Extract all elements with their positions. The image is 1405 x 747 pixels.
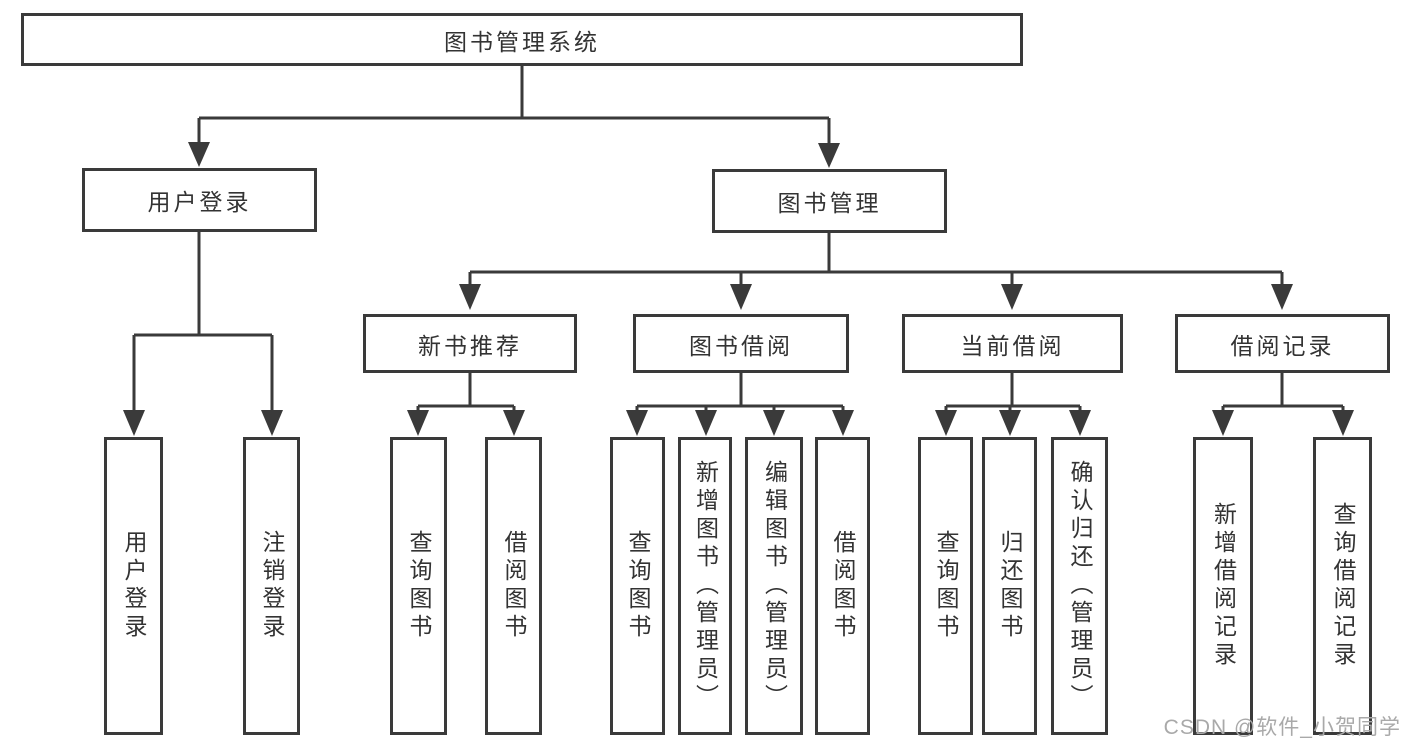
node-book-management: 图书管理 bbox=[712, 169, 947, 233]
node-label: 用户登录 bbox=[147, 189, 252, 215]
node-label: 新书推荐 bbox=[418, 332, 522, 359]
csdn-watermark: CSDN @软件_小贺同学 bbox=[1163, 716, 1401, 739]
leaf-borrow-books-recommend: 借阅图书 bbox=[485, 437, 542, 735]
leaf-add-borrow-record: 新增借阅记录 bbox=[1193, 437, 1253, 735]
node-book-borrow: 图书借阅 bbox=[633, 314, 849, 373]
node-label: 借阅图书 bbox=[501, 530, 527, 642]
node-borrow-records: 借阅记录 bbox=[1175, 314, 1390, 373]
node-label: 新增借阅记录 bbox=[1210, 502, 1237, 670]
node-label: 查询图书 bbox=[933, 530, 959, 642]
node-new-book-recommend: 新书推荐 bbox=[363, 314, 577, 373]
node-label: 新增图书（管理员） bbox=[692, 460, 719, 712]
leaf-return-book: 归还图书 bbox=[982, 437, 1037, 735]
leaf-query-borrow-record: 查询借阅记录 bbox=[1313, 437, 1372, 735]
leaf-user-login: 用户登录 bbox=[104, 437, 163, 735]
leaf-logout-login: 注销登录 bbox=[243, 437, 300, 735]
node-label: 编辑图书（管理员） bbox=[761, 460, 788, 712]
node-label: 图书管理 bbox=[777, 190, 882, 216]
node-label: 借阅图书 bbox=[830, 530, 856, 642]
node-current-borrow: 当前借阅 bbox=[902, 314, 1123, 373]
leaf-query-books-borrow: 查询图书 bbox=[610, 437, 665, 735]
node-label: 确认归还（管理员） bbox=[1067, 460, 1093, 712]
leaf-query-books-recommend: 查询图书 bbox=[390, 437, 447, 735]
node-label: 注销登录 bbox=[259, 530, 285, 642]
node-library-management-system: 图书管理系统 bbox=[21, 13, 1023, 66]
node-label: 查询图书 bbox=[625, 530, 651, 642]
node-label: 借阅记录 bbox=[1230, 332, 1335, 359]
node-label: 图书管理系统 bbox=[444, 28, 600, 55]
node-label: 归还图书 bbox=[997, 530, 1023, 642]
leaf-borrow-books: 借阅图书 bbox=[815, 437, 870, 735]
node-label: 查询借阅记录 bbox=[1330, 502, 1356, 670]
leaf-query-books-current: 查询图书 bbox=[918, 437, 973, 735]
node-label: 当前借阅 bbox=[960, 332, 1065, 359]
leaf-add-book-admin: 新增图书（管理员） bbox=[678, 437, 732, 735]
node-user-login: 用户登录 bbox=[82, 168, 317, 232]
leaf-edit-book-admin: 编辑图书（管理员） bbox=[745, 437, 803, 735]
node-label: 查询图书 bbox=[406, 530, 432, 642]
node-label: 用户登录 bbox=[121, 530, 147, 642]
leaf-confirm-return-admin: 确认归还（管理员） bbox=[1051, 437, 1108, 735]
node-label: 图书借阅 bbox=[689, 332, 793, 359]
